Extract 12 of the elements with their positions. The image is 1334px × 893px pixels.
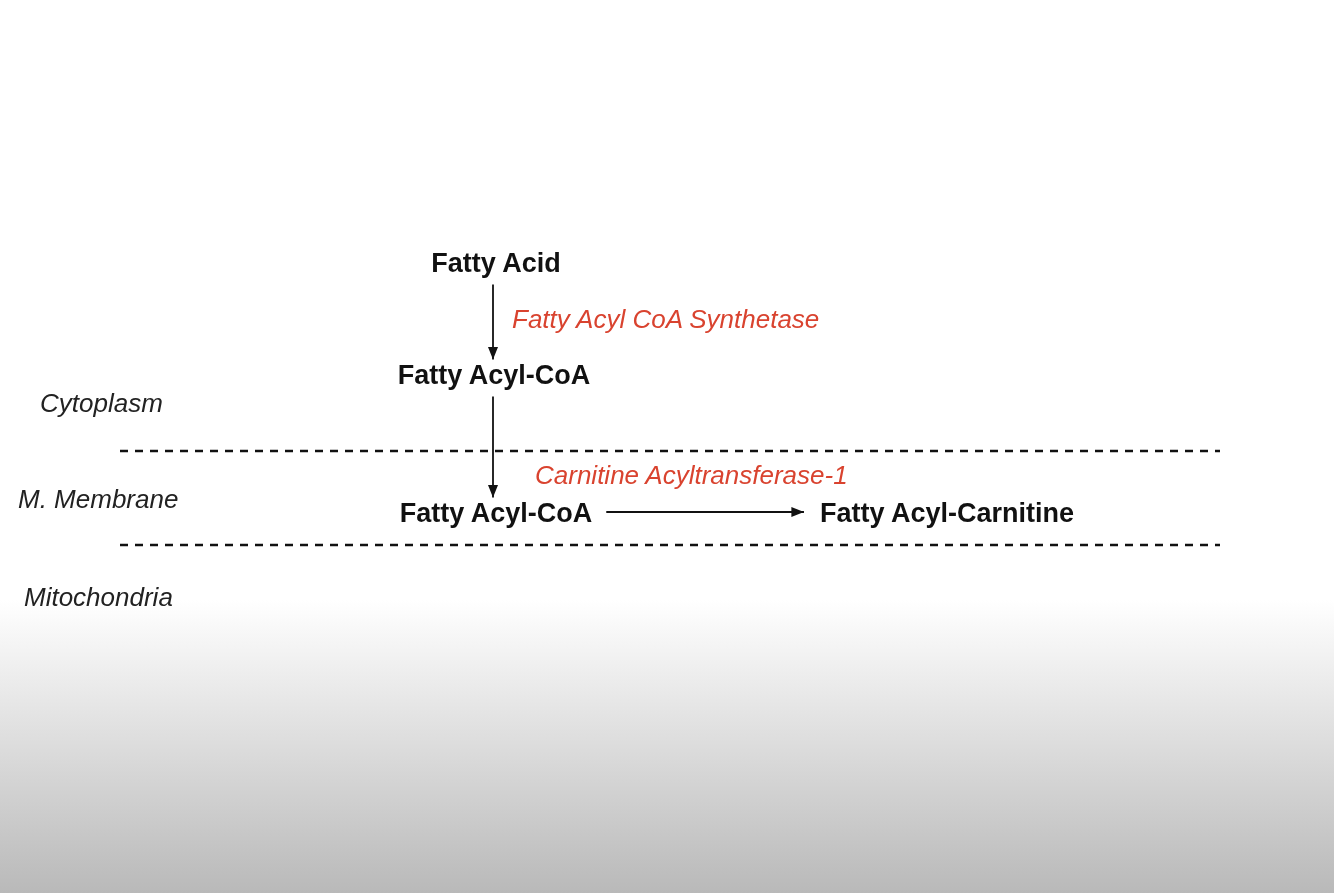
metabolite-label: Fatty Acyl-CoA [395, 495, 597, 531]
compartment-label: M. Membrane [18, 483, 179, 515]
enzyme-label: Carnitine Acyltransferase-1 [535, 459, 848, 491]
compartment-label: Cytoplasm [40, 387, 163, 419]
arrow [605, 506, 805, 518]
metabolite-label: Fatty Acyl-CoA [393, 357, 595, 393]
enzyme-label: Fatty Acyl CoA Synthetase [512, 303, 820, 335]
arrow [487, 395, 499, 499]
metabolite-label: Fatty Acyl-Carnitine [815, 495, 1079, 531]
arrow [487, 283, 499, 361]
compartment-label: Mitochondria [24, 581, 173, 613]
metabolite-label: Fatty Acid [427, 245, 565, 281]
